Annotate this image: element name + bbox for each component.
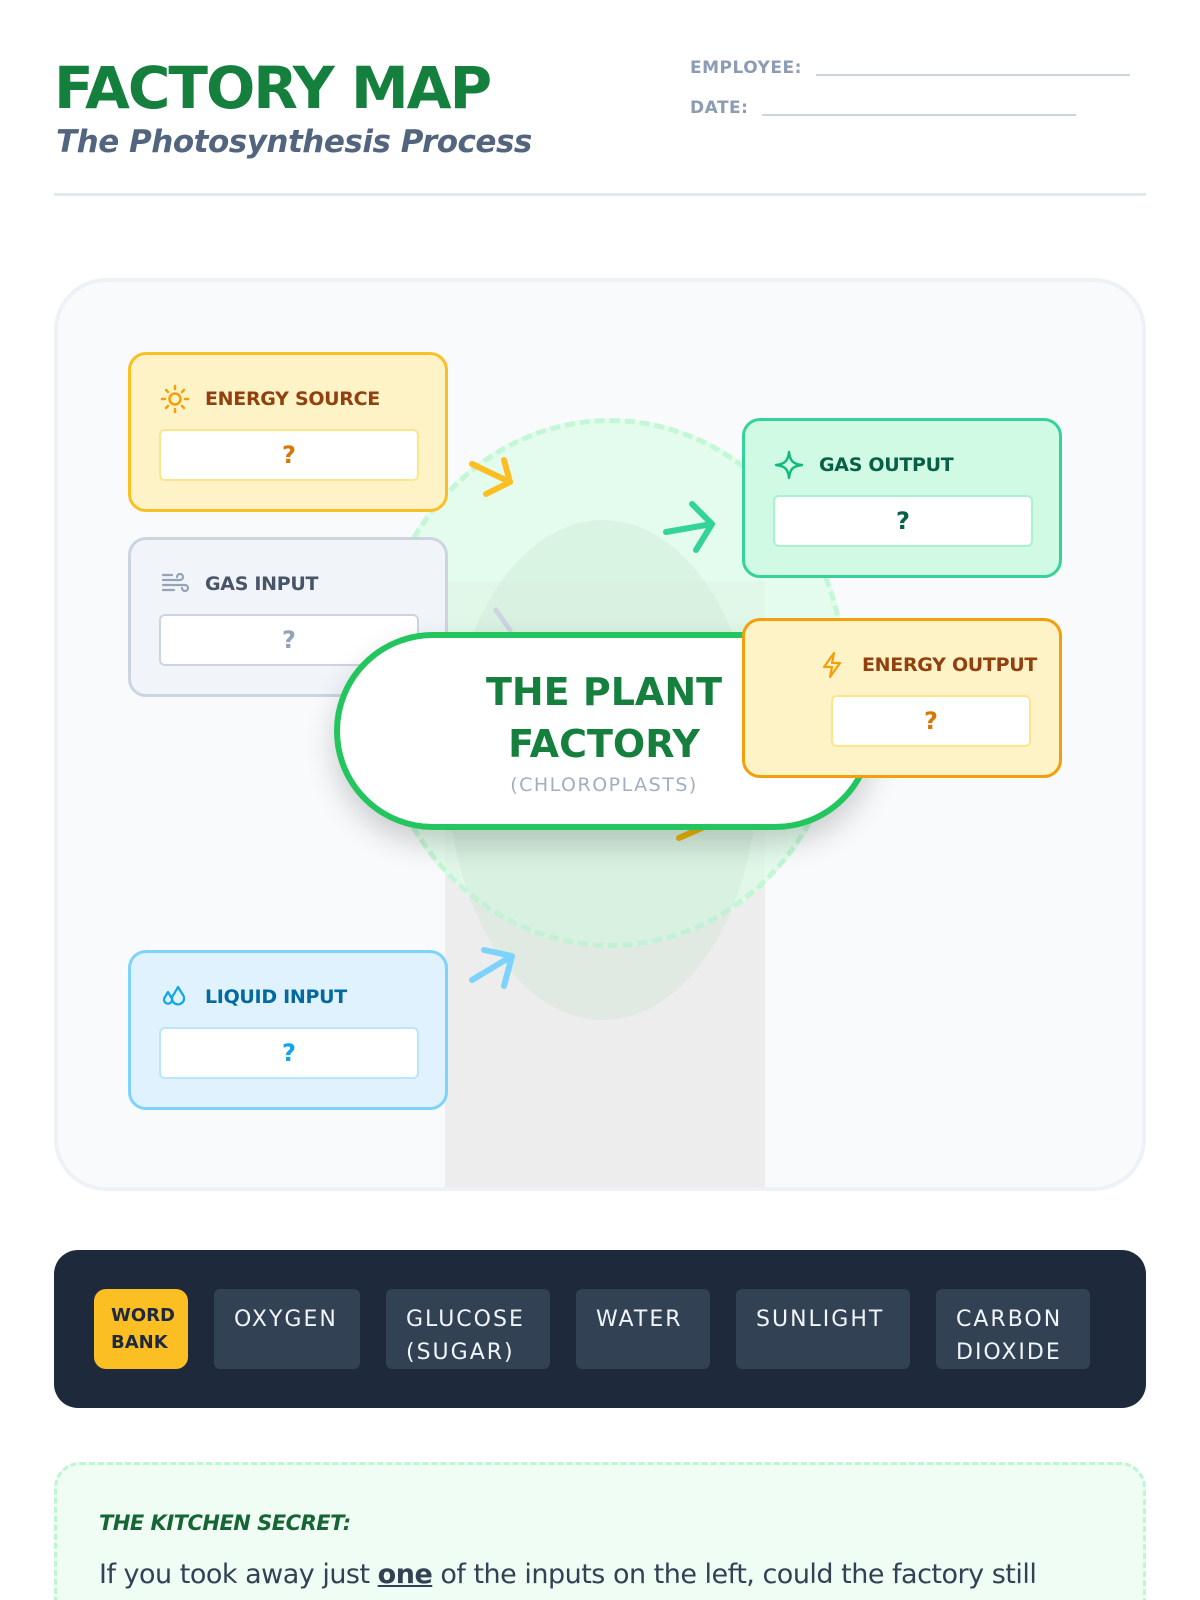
header-divider <box>54 193 1146 196</box>
date-label: DATE: <box>690 98 749 118</box>
word-bank-badge-label: WORD BANK <box>111 1305 175 1353</box>
date-field[interactable]: DATE: <box>690 98 1077 118</box>
bolt-icon <box>816 649 848 681</box>
kitchen-secret-question: If you took away just one of the inputs … <box>99 1559 1037 1590</box>
word-chip-oxygen[interactable]: OXYGEN <box>214 1289 360 1369</box>
gas-input-card: GAS INPUT ? <box>128 537 448 697</box>
word-bank: WORD BANK OXYGEN GLUCOSE (SUGAR) WATER S… <box>54 1250 1146 1408</box>
factory-map: ENERGY SOURCE ? GAS INPUT ? LIQUID INPUT… <box>54 278 1146 1191</box>
question-text-before: If you took away just <box>99 1559 378 1590</box>
gas-output-label: GAS OUTPUT <box>819 454 954 476</box>
wind-icon <box>159 568 191 600</box>
question-emphasis: one <box>377 1559 433 1590</box>
droplets-icon <box>159 981 191 1013</box>
gas-output-card: GAS OUTPUT ? <box>742 418 1062 578</box>
gas-output-arrow-icon <box>663 501 715 553</box>
page-subtitle: The Photosynthesis Process <box>56 124 532 160</box>
sun-icon <box>159 383 191 415</box>
liquid-arrow-icon <box>469 947 515 989</box>
gas-output-answer[interactable]: ? <box>773 495 1033 547</box>
employee-field[interactable]: EMPLOYEE: <box>690 58 1130 78</box>
employee-label: EMPLOYEE: <box>690 58 802 78</box>
energy-output-label: ENERGY OUTPUT <box>862 654 1037 676</box>
date-line[interactable] <box>762 114 1077 116</box>
energy-source-answer[interactable]: ? <box>159 429 419 481</box>
word-chip-sunlight[interactable]: SUNLIGHT <box>736 1289 910 1369</box>
energy-source-card: ENERGY SOURCE ? <box>128 352 448 512</box>
liquid-input-label: LIQUID INPUT <box>205 986 347 1008</box>
factory-subtitle: (CHLOROPLASTS) <box>510 774 698 796</box>
liquid-input-answer[interactable]: ? <box>159 1027 419 1079</box>
energy-output-card: ENERGY OUTPUT ? <box>742 618 1062 778</box>
page-title: FACTORY MAP <box>54 54 492 122</box>
gas-input-label: GAS INPUT <box>205 573 319 595</box>
word-chip-glucose[interactable]: GLUCOSE (SUGAR) <box>386 1289 550 1369</box>
energy-arrow-icon <box>469 457 513 497</box>
word-bank-badge: WORD BANK <box>94 1289 188 1369</box>
question-text-after: of the inputs on the left, could the fac… <box>432 1559 1037 1590</box>
liquid-input-card: LIQUID INPUT ? <box>128 950 448 1110</box>
energy-output-answer[interactable]: ? <box>831 695 1031 747</box>
factory-title: THE PLANT FACTORY <box>485 670 723 766</box>
word-chip-water[interactable]: WATER <box>576 1289 710 1369</box>
gas-input-arrow-icon <box>493 607 513 633</box>
kitchen-secret-title: THE KITCHEN SECRET: <box>99 1511 351 1535</box>
sparkle-icon <box>773 449 805 481</box>
energy-source-label: ENERGY SOURCE <box>205 388 380 410</box>
gas-input-answer[interactable]: ? <box>159 614 419 666</box>
employee-line[interactable] <box>815 74 1130 76</box>
word-chip-carbon-dioxide[interactable]: CARBON DIOXIDE <box>936 1289 1090 1369</box>
kitchen-secret-box: THE KITCHEN SECRET: If you took away jus… <box>54 1462 1146 1600</box>
